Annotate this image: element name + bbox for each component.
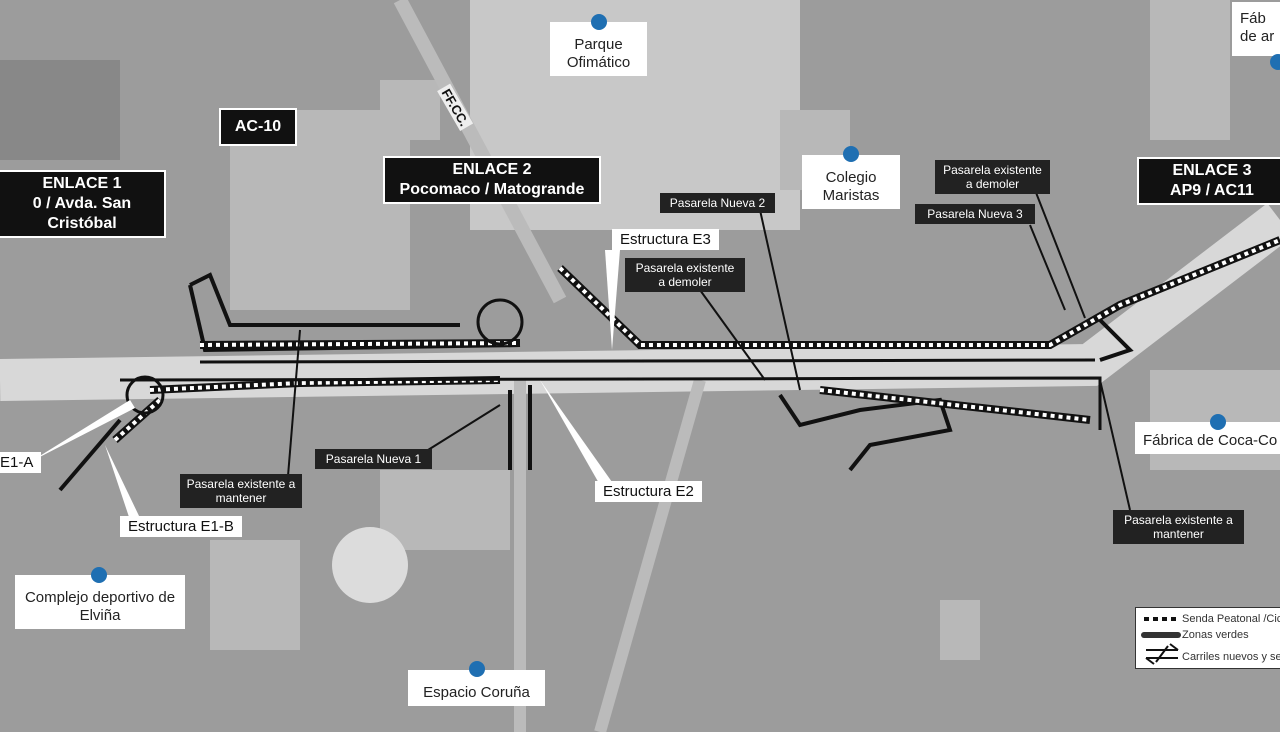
legend-senda: Senda Peatonal /Cicl bbox=[1182, 613, 1280, 625]
place-name: Complejo deportivo de Elviña bbox=[24, 589, 176, 624]
enlace-1-label: ENLACE 1 0 / Avda. San Cristóbal bbox=[0, 170, 166, 238]
legend-carriles: Carriles nuevos y sen bbox=[1182, 651, 1280, 663]
place-fabrica-coca-cola: Fábrica de Coca-Co bbox=[1135, 422, 1280, 454]
pasarela-nueva-2-label: Pasarela Nueva 2 bbox=[660, 193, 775, 213]
legend-symbols bbox=[1141, 617, 1181, 665]
pasarela-mantener-label: Pasarela existente a mantener bbox=[1113, 510, 1244, 544]
estructura-e3-label: Estructura E3 bbox=[612, 229, 719, 250]
location-marker-icon bbox=[591, 14, 607, 30]
legend-zonas-verdes: Zonas verdes bbox=[1182, 629, 1249, 641]
enlace-subtitle: Pocomaco / Matogrande bbox=[399, 181, 585, 198]
location-marker-icon bbox=[1210, 414, 1226, 430]
place-name: Colegio Maristas bbox=[822, 169, 880, 204]
new-lanes bbox=[119, 298, 1102, 430]
pasarela-demoler-label: Pasarela existente a demoler bbox=[625, 258, 745, 292]
place-name: Espacio Coruña bbox=[423, 684, 530, 701]
enlace-title: ENLACE 1 bbox=[42, 175, 122, 192]
location-marker-icon bbox=[469, 661, 485, 677]
pasarela-nueva-3-label: Pasarela Nueva 3 bbox=[915, 204, 1035, 224]
place-name: Parque Ofimático bbox=[566, 36, 631, 71]
place-name: Fábrica de Coca-Co bbox=[1143, 432, 1278, 449]
place-espacio-coruna: Espacio Coruña bbox=[408, 670, 545, 706]
enlace-3-label: ENLACE 3 AP9 / AC11 bbox=[1137, 157, 1280, 205]
place-parque-ofimatico: Parque Ofimático bbox=[550, 22, 647, 76]
enlace-title: ENLACE 2 bbox=[452, 161, 532, 178]
map-legend: Senda Peatonal /Cicl Zonas verdes Carril… bbox=[1135, 607, 1280, 669]
enlace-2-label: ENLACE 2 Pocomaco / Matogrande bbox=[383, 156, 601, 204]
enlace-title: ENLACE 3 bbox=[1172, 162, 1252, 179]
pasarela-demoler-label: Pasarela existente a demoler bbox=[935, 160, 1050, 194]
place-name: Fáb de ar bbox=[1240, 10, 1275, 45]
estructura-e1b-label: Estructura E1-B bbox=[120, 516, 242, 537]
place-fabrica-armas: Fáb de ar bbox=[1232, 2, 1280, 56]
place-colegio-maristas: Colegio Maristas bbox=[802, 155, 900, 209]
ac10-label: AC-10 bbox=[219, 108, 297, 146]
location-marker-icon bbox=[91, 567, 107, 583]
location-marker-icon bbox=[843, 146, 859, 162]
leader-lines bbox=[287, 189, 1131, 511]
enlace-subtitle: 0 / Avda. San Cristóbal bbox=[32, 195, 132, 232]
pasarela-nueva-1-label: Pasarela Nueva 1 bbox=[315, 449, 432, 469]
enlace-subtitle: AP9 / AC11 bbox=[1170, 182, 1254, 199]
estructura-e2-label: Estructura E2 bbox=[595, 481, 702, 502]
pasarela-mantener-label: Pasarela existente a mantener bbox=[180, 474, 302, 508]
place-complejo-deportivo: Complejo deportivo de Elviña bbox=[15, 575, 185, 629]
location-marker-icon bbox=[1270, 54, 1280, 70]
estructura-e1a-label: E1-A bbox=[0, 452, 42, 473]
